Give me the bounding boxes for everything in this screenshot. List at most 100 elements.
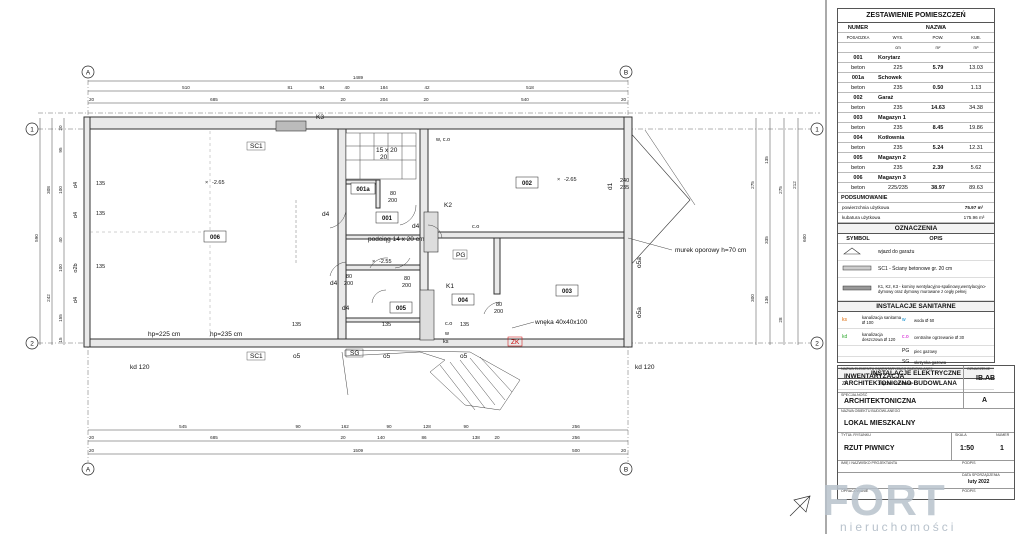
tb-scale-value: 1:50 xyxy=(960,445,975,452)
room-height: 235 xyxy=(893,164,903,171)
svg-text:-2.65: -2.65 xyxy=(564,177,577,183)
svg-text:c.o: c.o xyxy=(445,321,452,327)
svg-text:540: 540 xyxy=(521,97,529,102)
room-number: 005 xyxy=(853,154,863,161)
tb-date-label: DATA SPORZĄDZENIA xyxy=(962,473,1000,477)
svg-text:ks: ks xyxy=(443,339,449,345)
svg-text:2: 2 xyxy=(815,341,819,348)
svg-text:005: 005 xyxy=(396,306,407,312)
svg-text:001a: 001a xyxy=(356,187,370,193)
svg-text:K1: K1 xyxy=(446,283,454,290)
right-dimensions: 275 300 135 335 136 275 28 212 600 xyxy=(750,118,807,345)
svg-text:685: 685 xyxy=(210,97,218,102)
tb-element-value: INWENTARYZACJA ARCHITEKTONICZNO-BUDOWLAN… xyxy=(844,373,957,387)
svg-text:184: 184 xyxy=(380,85,388,90)
col-symbol: SYMBOL xyxy=(846,235,870,242)
svg-text:600: 600 xyxy=(802,234,807,242)
svg-text:×: × xyxy=(557,177,560,183)
axis-marker-b-bottom: B xyxy=(619,462,633,476)
company-watermark-logo: FORT nieruchomości xyxy=(822,476,1022,534)
room-name: Magazyn 3 xyxy=(878,174,906,181)
water-desc: woda Ø 50 xyxy=(914,317,935,323)
svg-text:B: B xyxy=(624,467,628,474)
svg-text:20: 20 xyxy=(340,97,346,102)
north-arrow-icon xyxy=(789,495,811,517)
svg-text:o5a: o5a xyxy=(636,257,643,268)
svg-text:335: 335 xyxy=(764,236,769,244)
title-block: NAZWA ELEMENTU INWENTARYZACJI BUDOWLANEJ… xyxy=(837,365,1015,500)
staircase-interior xyxy=(345,132,417,180)
svg-text:20: 20 xyxy=(58,125,63,131)
electric-title: INSTALACJE ELEKTRYCZNE xyxy=(838,368,994,379)
room-volume: 19.86 xyxy=(969,124,983,131)
room-height: 225 xyxy=(893,64,903,71)
svg-text:d4: d4 xyxy=(330,280,338,287)
svg-text:PG: PG xyxy=(456,252,465,259)
room-name: Schowek xyxy=(878,74,902,81)
top-dimensions: 1489 510 81 94 40 184 42 518 20 685 20 2… xyxy=(88,75,628,104)
gas-stove-desc: piec gazowy xyxy=(914,348,938,354)
svg-text:200: 200 xyxy=(402,283,411,289)
svg-text:90: 90 xyxy=(463,424,469,429)
room-floor: beton xyxy=(851,184,865,191)
axis-marker-1-left: 1 xyxy=(25,122,39,136)
svg-text:235: 235 xyxy=(620,185,629,191)
svg-text:003: 003 xyxy=(562,289,573,295)
tb-prepared-sign-label: PODPIS xyxy=(962,489,976,493)
room-schedule-row: 006 Magazyn 3 xyxy=(838,173,994,183)
room-number: 006 xyxy=(853,174,863,181)
room-height: 235 xyxy=(893,144,903,151)
svg-text:200: 200 xyxy=(494,309,503,315)
rainwater-desc: kanalizacja deszczowa Ø 120 xyxy=(862,332,896,342)
room-schedule-row: 005 Magazyn 2 xyxy=(838,153,994,163)
heating-desc: centralne ogrzewanie Ø 30 xyxy=(914,334,965,340)
gas-stove-symbol: PG xyxy=(902,348,910,354)
room-area: 2.39 xyxy=(932,164,944,171)
rainwater-symbol: kd xyxy=(842,334,848,340)
svg-text:w, c.o: w, c.o xyxy=(435,137,450,143)
chimney-desc: K1, K2, K3 - kominy wentylacyjno-spalino… xyxy=(878,284,987,294)
plan-labels: K3 SC1 SC1 SG K2 K1 PG ZK w, c.o c.o w k… xyxy=(130,114,746,371)
tb-specialty-value: ARCHITEKTONICZNA xyxy=(844,398,917,405)
svg-text:d4: d4 xyxy=(342,305,350,312)
svg-text:20: 20 xyxy=(89,448,95,453)
markings-title: OZNACZENIA xyxy=(838,223,994,234)
room-schedule-legend: ZESTAWIENIE POMIESZCZEŃ NUMER NAZWA POSA… xyxy=(837,8,995,390)
garage-entry-desc: wjazd do garażu xyxy=(878,249,915,255)
room-area: 8.45 xyxy=(932,124,944,131)
summary-area-value: 75.97 m² xyxy=(964,205,984,210)
room-floor: beton xyxy=(851,84,865,91)
svg-text:1509: 1509 xyxy=(353,448,364,453)
room-volume: 5.62 xyxy=(970,164,982,171)
tb-specialty-code: A xyxy=(982,397,988,404)
col-pow: POW. xyxy=(932,35,944,40)
svg-text:42: 42 xyxy=(424,85,430,90)
room-volume: 12.31 xyxy=(969,144,983,151)
room-name: Magazyn 2 xyxy=(878,154,906,161)
tb-drawing-value: RZUT PIWNICY xyxy=(844,445,895,452)
svg-text:15 x 20: 15 x 20 xyxy=(376,147,398,154)
summary-title: PODSUMOWANIE xyxy=(838,193,994,203)
room-volume: 34.38 xyxy=(969,104,983,111)
svg-text:128: 128 xyxy=(423,424,431,429)
svg-text:hp=235 cm: hp=235 cm xyxy=(210,331,242,338)
svg-text:podciąg 14 x 20 cm: podciąg 14 x 20 cm xyxy=(368,236,424,243)
garage-entry-symbol-icon xyxy=(842,246,878,258)
svg-text:murek oporowy h=70 cm: murek oporowy h=70 cm xyxy=(675,247,746,254)
svg-text:40: 40 xyxy=(58,237,63,243)
concrete-wall-symbol-icon xyxy=(842,265,878,273)
water-symbol: w xyxy=(902,317,906,323)
svg-text:94: 94 xyxy=(319,85,325,90)
summary-volume-value: 175.96 m³ xyxy=(963,215,985,220)
col-wys: WYS. xyxy=(892,35,904,40)
tb-date-value: luty 2022 xyxy=(968,479,990,485)
svg-text:135: 135 xyxy=(96,181,105,187)
sewage-symbol: ks xyxy=(842,317,847,323)
room-height: 235 xyxy=(893,84,903,91)
